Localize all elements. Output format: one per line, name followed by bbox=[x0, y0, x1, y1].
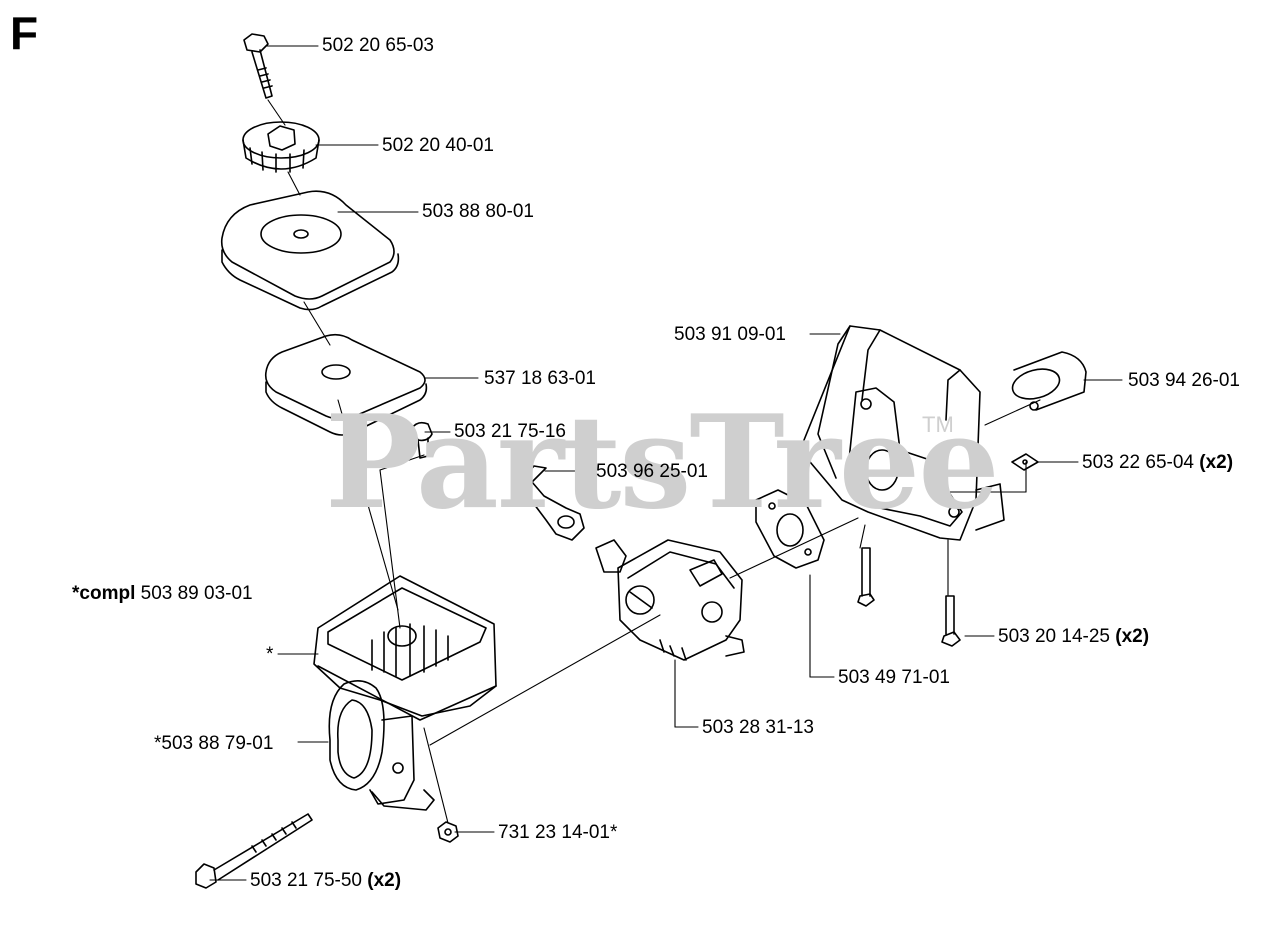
label-square-nut: 503 22 65-04 (x2) bbox=[1082, 452, 1233, 474]
filter bbox=[264, 333, 428, 436]
label-square-nut-qty: (x2) bbox=[1199, 452, 1234, 473]
label-hex-nut: 731 23 14-01* bbox=[498, 822, 618, 843]
label-compl-prefix: *compl bbox=[72, 583, 136, 604]
label-compl: *compl 503 89 03-01 bbox=[72, 583, 253, 605]
label-gasket: 503 49 71-01 bbox=[838, 667, 950, 688]
watermark: PartsTree bbox=[325, 388, 1000, 538]
label-lever: 503 96 25-01 bbox=[596, 461, 708, 482]
label-long-bolt: 503 21 75-50 (x2) bbox=[250, 870, 401, 892]
label-long-bolt-number: 503 21 75-50 bbox=[250, 870, 362, 891]
trademark-symbol: TM bbox=[922, 412, 954, 437]
filter-cover bbox=[220, 190, 400, 311]
screw-pair bbox=[857, 547, 961, 647]
label-long-bolt-qty: (x2) bbox=[367, 870, 402, 891]
label-square-nut-number: 503 22 65-04 bbox=[1082, 452, 1194, 473]
label-filter: 537 18 63-01 bbox=[484, 368, 596, 389]
label-grip: *503 88 79-01 bbox=[154, 733, 274, 754]
label-bolt-top: 502 20 65-03 bbox=[322, 35, 434, 56]
label-screw-small: 503 21 75-16 bbox=[454, 421, 566, 442]
label-intake-tube: 503 94 26-01 bbox=[1128, 370, 1240, 391]
label-tank-cover: 503 91 09-01 bbox=[674, 324, 786, 345]
grip bbox=[328, 680, 435, 811]
square-nut bbox=[1011, 453, 1039, 471]
housing bbox=[799, 325, 1005, 541]
knob bbox=[242, 121, 320, 173]
intake-tube bbox=[1011, 351, 1087, 411]
label-compl-number: 503 89 03-01 bbox=[140, 583, 253, 604]
long-bolt bbox=[195, 813, 313, 889]
screw-small bbox=[411, 421, 433, 459]
label-carburetor: 503 28 31-13 bbox=[702, 717, 814, 738]
air-box bbox=[313, 575, 497, 721]
label-filter-cover: 503 88 80-01 bbox=[422, 201, 534, 222]
carburetor bbox=[595, 539, 745, 661]
label-screw-pair-qty: (x2) bbox=[1115, 626, 1150, 647]
label-screw-pair: 503 20 14-25 (x2) bbox=[998, 626, 1149, 648]
section-letter: F bbox=[10, 7, 39, 59]
hex-nut bbox=[437, 821, 459, 843]
gasket bbox=[755, 489, 825, 569]
label-screw-pair-number: 503 20 14-25 bbox=[998, 626, 1110, 647]
label-asterisk: * bbox=[266, 644, 274, 665]
bolt-top bbox=[243, 33, 273, 99]
label-knob: 502 20 40-01 bbox=[382, 135, 494, 156]
lever bbox=[519, 465, 585, 541]
